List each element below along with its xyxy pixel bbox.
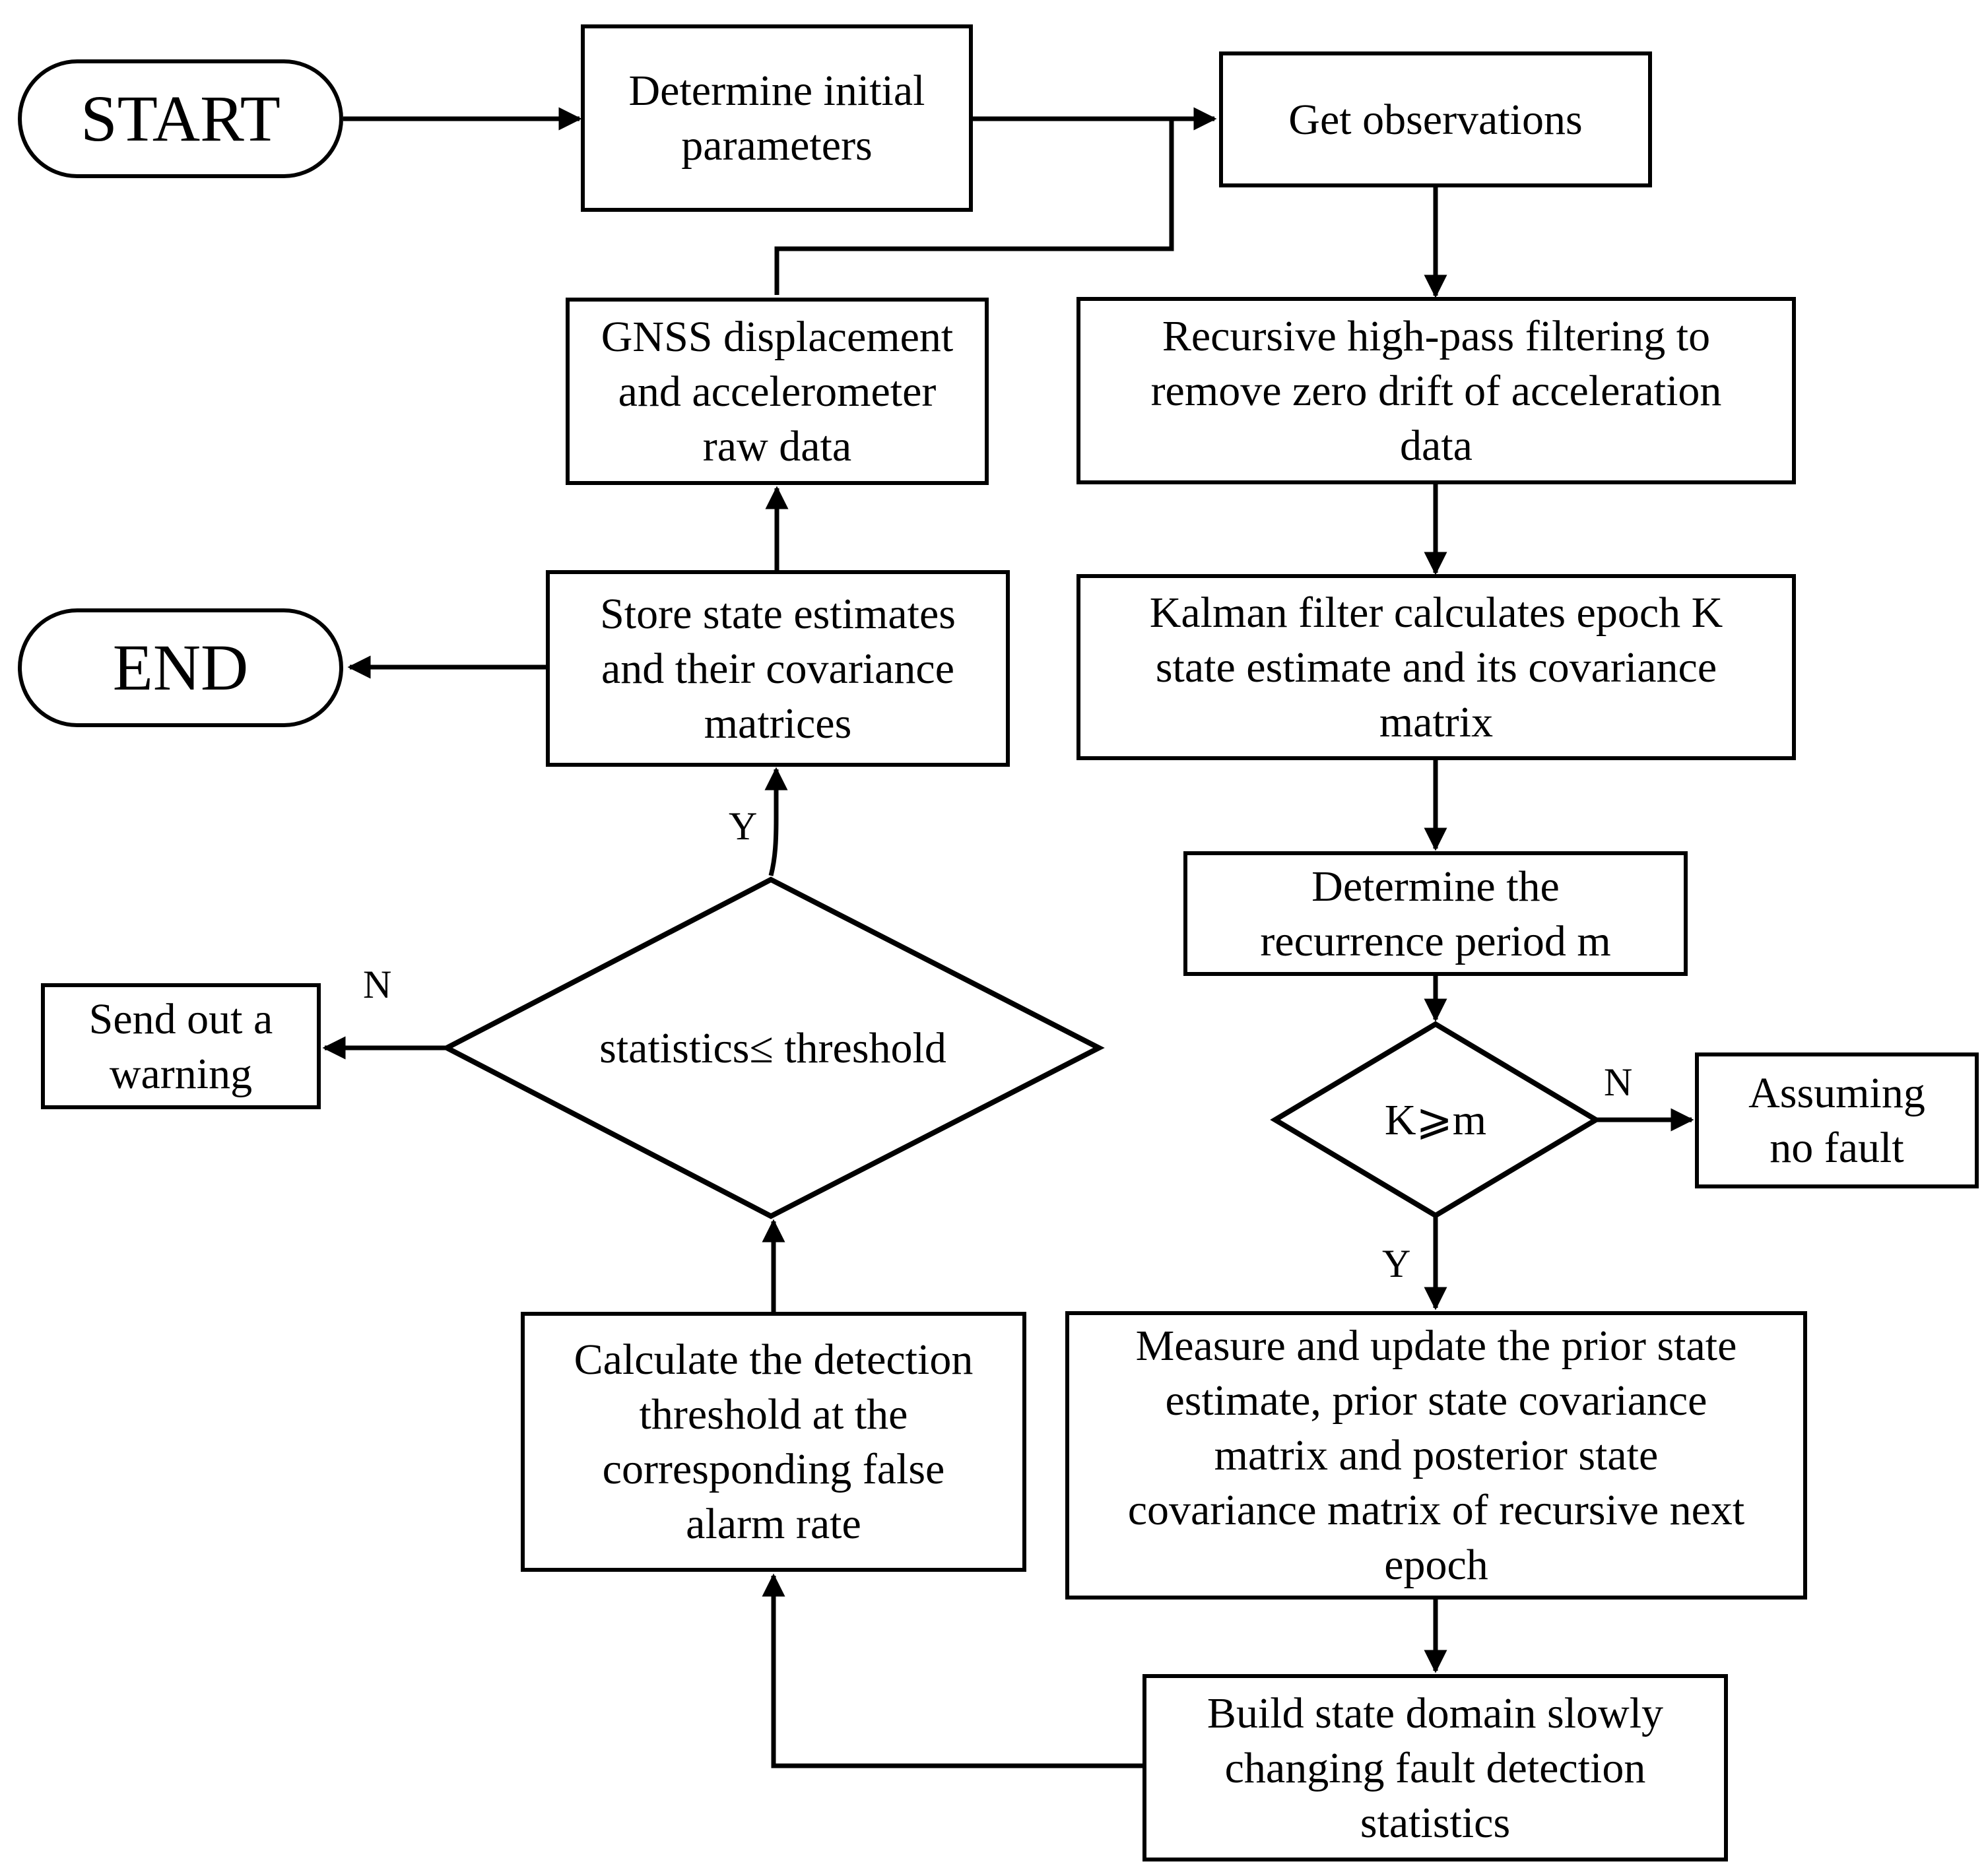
gnss-raw-data-box: GNSS displacement and accelerometer raw … [566,298,989,485]
arrow-gnss-loop [774,119,1174,295]
determine-parameters-box: Determine initial parameters [581,24,973,212]
decision-k-yes-label: Y [1382,1242,1411,1285]
decision-k-ge-m-shape [1270,1021,1601,1219]
get-observations-box: Get observations [1219,51,1652,187]
end-label: END [112,631,249,704]
measure-update-box: Measure and update the prior state estim… [1065,1311,1807,1600]
decision-statistics: statistics≤ threshold [447,880,1099,1216]
start-label: START [81,82,281,155]
highpass-filter-box: Recursive high-pass filtering to remove … [1076,297,1796,484]
store-estimates-label: Store state estimates and their covarian… [600,589,956,748]
recurrence-period-label: Determine the recurrence period m [1260,862,1611,965]
determine-parameters-label: Determine initial parameters [628,67,925,170]
send-warning-label: Send out a warning [88,994,273,1098]
kalman-filter-box: Kalman filter calculates epoch K state e… [1076,574,1796,760]
decision-k-ge-m-label: K⩾m [1384,1095,1487,1144]
calculate-threshold-label: Calculate the detection threshold at the… [574,1336,974,1548]
store-estimates-box: Store state estimates and their covarian… [546,570,1010,767]
start-terminal: START [18,59,343,178]
build-statistics-label: Build state domain slowly changing fault… [1207,1689,1664,1847]
decision-stat-yes-label: Y [729,804,758,848]
decision-stat-no-label: N [363,963,392,1006]
calculate-threshold-box: Calculate the detection threshold at the… [521,1312,1026,1572]
assuming-no-fault-label: Assuming no fault [1748,1069,1925,1172]
arrow-statdecision-yes-to-store [764,767,788,876]
decision-statistics-shape [441,876,1105,1219]
highpass-filter-label: Recursive high-pass filtering to remove … [1150,311,1722,470]
decision-k-no-label: N [1604,1060,1633,1104]
send-warning-box: Send out a warning [41,983,321,1109]
kalman-filter-label: Kalman filter calculates epoch K state e… [1149,588,1723,746]
arrow-build-to-threshold [762,1573,1142,1768]
measure-update-label: Measure and update the prior state estim… [1127,1322,1745,1589]
end-terminal: END [18,608,343,727]
recurrence-period-box: Determine the recurrence period m [1183,851,1688,976]
build-statistics-box: Build state domain slowly changing fault… [1142,1674,1728,1861]
decision-k-ge-m: K⩾m [1275,1024,1596,1215]
assuming-no-fault-box: Assuming no fault [1695,1052,1979,1188]
gnss-raw-data-label: GNSS displacement and accelerometer raw … [601,312,954,470]
decision-statistics-label: statistics≤ threshold [599,1023,946,1072]
get-observations-label: Get observations [1288,95,1583,144]
